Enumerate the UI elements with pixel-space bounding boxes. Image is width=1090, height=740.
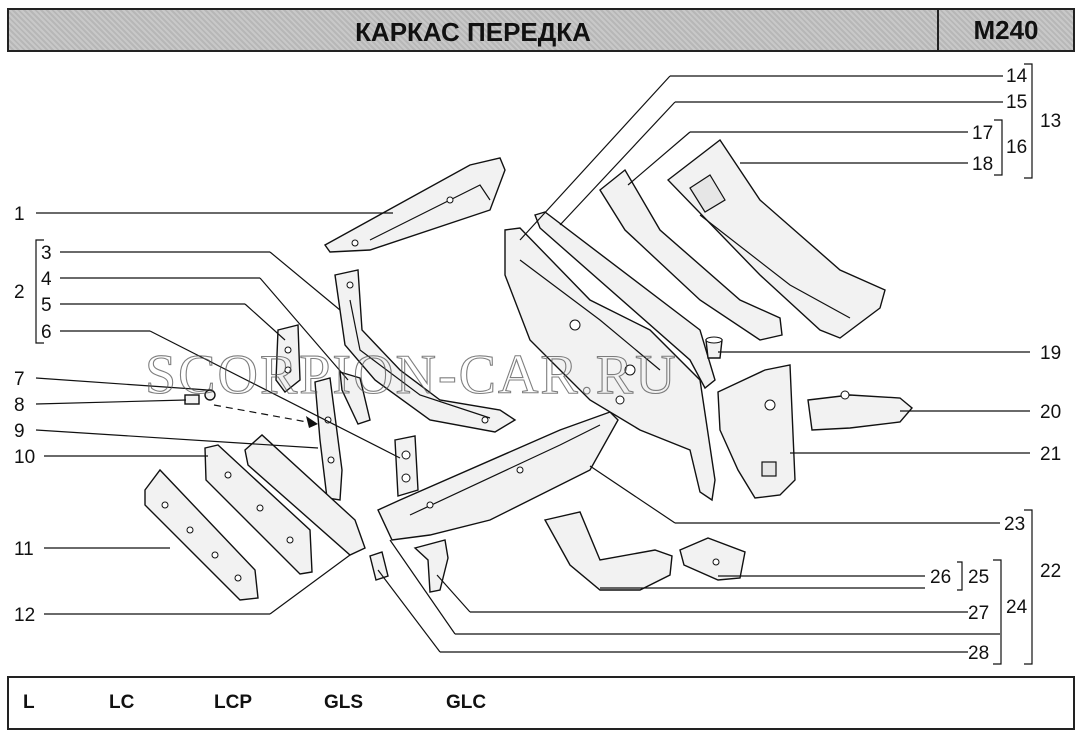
callout-21: 21	[1040, 444, 1061, 465]
diagram-code: M240	[973, 15, 1039, 45]
callout-5: 5	[41, 295, 52, 316]
callout-17: 17	[972, 123, 993, 144]
model-lc: LC	[109, 692, 135, 713]
callout-3: 3	[41, 243, 52, 264]
part-12-lower-panel	[244, 434, 366, 556]
part-14-bulkhead	[504, 227, 716, 502]
callout-20: 20	[1040, 402, 1061, 423]
part-15-upper-member	[534, 211, 716, 390]
callout-8: 8	[14, 395, 25, 416]
callout-28: 28	[968, 643, 989, 664]
part-24-lower-channel	[543, 511, 673, 591]
part-6-bracket	[339, 371, 371, 425]
page-title: КАРКАС ПЕРЕДКА	[9, 10, 939, 50]
callout-23: 23	[1004, 514, 1025, 535]
leader-lines	[35, 75, 1030, 653]
callout-12: 12	[14, 605, 35, 626]
part-3-4-spar	[334, 269, 517, 433]
callout-2: 2	[14, 282, 25, 303]
header-bar: КАРКАС ПЕРЕДКА M240	[7, 8, 1075, 52]
callout-7: 7	[14, 369, 25, 390]
part-23-longitudinal	[377, 411, 619, 541]
callout-16: 16	[1006, 137, 1027, 158]
part-20-bracket	[807, 390, 913, 431]
part-27-bracket	[413, 539, 449, 593]
callout-26: 26	[930, 567, 951, 588]
part-17-cowl	[599, 168, 783, 341]
model-lcp: LCP	[214, 692, 252, 713]
part-28-plate	[369, 551, 389, 581]
model-glc: GLC	[446, 692, 487, 713]
callout-11: 11	[14, 539, 34, 560]
callout-18: 18	[972, 154, 993, 175]
part-10-crossmember	[204, 444, 313, 575]
callout-27: 27	[968, 603, 989, 624]
callout-13: 13	[1040, 111, 1061, 132]
callout-10: 10	[14, 447, 35, 468]
part-21-side-panel	[717, 364, 796, 499]
group-brackets	[35, 63, 1033, 665]
part-5-bracket	[275, 324, 301, 393]
part-plate	[394, 435, 419, 497]
model-footer: L LC LCP GLS GLC	[7, 676, 1075, 730]
part-7-8-fasteners	[184, 389, 319, 428]
part-26-bracket	[679, 537, 746, 581]
model-l: L	[23, 692, 35, 713]
callout-numbers: 1 2 3 4 5 6 7 8 9 10 11 12 13 14 15 16 1…	[14, 66, 1061, 664]
callout-6: 6	[41, 322, 52, 343]
model-gls: GLS	[324, 692, 364, 713]
part-19-grommet	[705, 336, 723, 359]
callout-24: 24	[1006, 597, 1028, 618]
part-11-bumper-beam	[144, 468, 259, 601]
callout-14: 14	[1006, 66, 1028, 87]
callout-25: 25	[968, 567, 989, 588]
callout-15: 15	[1006, 92, 1027, 113]
part-18-windshield-panel	[666, 138, 886, 339]
callout-9: 9	[14, 421, 25, 442]
callout-22: 22	[1040, 561, 1061, 582]
part-1-upper-rail	[323, 157, 506, 253]
watermark-text: SCORPION-CAR.RU	[145, 344, 678, 406]
callout-4: 4	[41, 269, 52, 290]
part-9-brace	[314, 377, 343, 501]
callout-1: 1	[14, 204, 25, 225]
callout-19: 19	[1040, 343, 1061, 364]
